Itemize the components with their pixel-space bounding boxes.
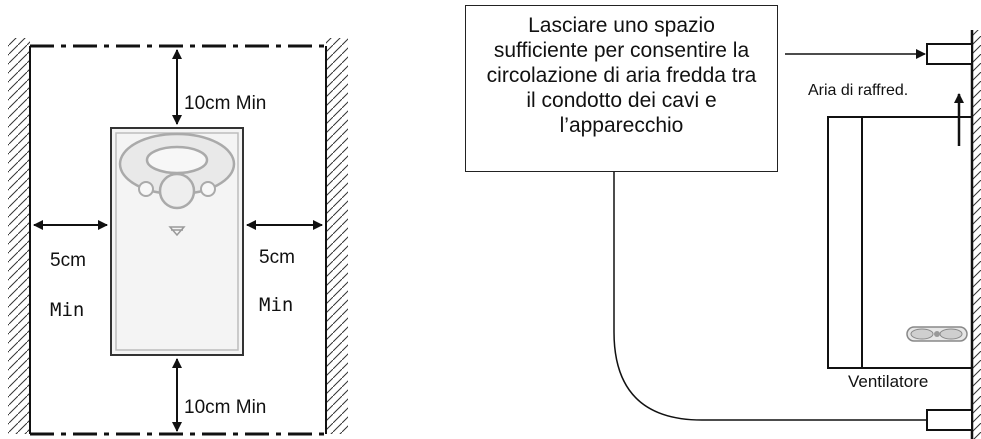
left-wall-hatch — [8, 38, 30, 434]
ventilation-note-box: Lasciare uno spazio sufficiente per cons… — [465, 5, 778, 172]
left-enclosure — [8, 38, 348, 436]
ventilation-note-text: Lasciare uno spazio sufficiente per cons… — [487, 13, 757, 138]
cable-duct-wall-hatch — [973, 30, 981, 439]
air-label: Aria di raffred. — [808, 82, 908, 99]
inverter-left-button-icon — [138, 181, 154, 197]
note-line-3: circolazione di aria fredda tra — [486, 64, 757, 87]
note-line-4: il condotto dei cavi e — [526, 89, 717, 112]
inverter-dial-icon — [158, 172, 196, 210]
note-line-5: l’apparecchio — [559, 114, 684, 137]
inverter-logo-icon — [168, 226, 186, 237]
note-line-1: Lasciare uno spazio — [528, 14, 715, 37]
air-path-curve — [613, 172, 927, 421]
right-wall — [970, 30, 981, 439]
inverter-display-icon — [145, 145, 209, 175]
inverter-side-view — [827, 116, 972, 369]
right-wall-hatch — [326, 38, 348, 434]
right-clearance-suffix: Min — [259, 294, 293, 316]
left-clearance-suffix: Min — [50, 299, 84, 321]
upper-air-vent — [926, 43, 973, 65]
note-line-2: sufficiente per consentire la — [493, 39, 750, 62]
inverter-right-button-icon — [200, 181, 216, 197]
inverter-drive — [110, 127, 244, 356]
top-clearance-label: 10cm Min — [184, 93, 266, 114]
inverter-side-outline — [827, 116, 972, 369]
fan-icon — [906, 326, 968, 342]
left-clearance-value: 5cm — [50, 250, 86, 271]
right-clearance-value: 5cm — [259, 247, 295, 268]
fan-label: Ventilatore — [848, 372, 928, 391]
clearance-arrows — [33, 49, 323, 432]
lower-air-vent — [926, 409, 973, 431]
bottom-clearance-label: 10cm Min — [184, 397, 266, 418]
